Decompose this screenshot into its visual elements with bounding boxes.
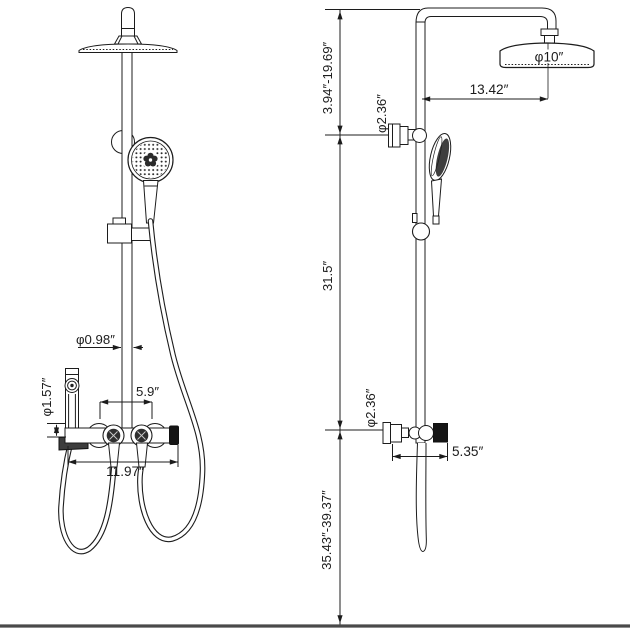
shower-hoses xyxy=(58,218,206,555)
front-dimensions xyxy=(47,344,179,467)
label-head-diameter: φ10″ xyxy=(535,50,564,65)
label-mid-height: 31.5″ xyxy=(320,261,335,292)
label-upper-height-range: 3.94″-19.69″ xyxy=(320,41,335,114)
label-handle-spacing: 5.9″ xyxy=(136,384,159,399)
dim-bracket-depth xyxy=(392,443,448,461)
label-pipe-diameter: φ0.98″ xyxy=(76,332,115,347)
head-connector-lower xyxy=(544,35,555,44)
hand-shower-connector-side xyxy=(432,215,440,225)
label-top-bracket-diameter: φ2.36″ xyxy=(374,94,389,133)
hand-shower-handle-side xyxy=(430,178,443,217)
diverter-knob-dot xyxy=(70,383,74,388)
hand-shower-face-ring xyxy=(131,140,170,180)
ball-joint-hatch-1 xyxy=(117,35,123,45)
hand-shower-hose-outer xyxy=(137,218,206,542)
hand-shower-side xyxy=(428,133,452,225)
hand-shower-center-flower xyxy=(143,152,158,167)
valve-hose-outer xyxy=(58,440,117,555)
front-view: φ0.98″ φ1.57″ 5.9″ 11.97″ xyxy=(39,6,206,555)
head-connector-upper xyxy=(540,28,559,36)
bracket-ball-top xyxy=(412,128,427,143)
head-label-backing xyxy=(532,49,566,63)
wall-bracket-top xyxy=(388,123,427,148)
label-bottom-bracket-diameter: φ2.36″ xyxy=(363,388,378,427)
slide-clamp-body xyxy=(107,223,132,244)
side-dimension-chain xyxy=(325,9,420,625)
hand-shower-hose-side xyxy=(415,442,427,553)
slide-clamp-lever-side xyxy=(412,213,418,223)
hand-shower-hose-inner xyxy=(138,219,205,541)
rain-shower-head-front xyxy=(78,43,178,53)
hand-shower-handle xyxy=(142,180,159,224)
bracket-ball-bottom xyxy=(418,425,434,441)
shower-arm-side xyxy=(415,7,557,30)
ball-joint-hatch-2 xyxy=(133,35,139,45)
label-spout-diameter: φ1.57″ xyxy=(39,377,54,416)
valve-hose-inner xyxy=(59,441,116,554)
side-view: 3.94″-19.69″ φ2.36″ φ10″ 13.42″ 31.5″ φ2… xyxy=(319,7,595,625)
diverter-knob-inner xyxy=(67,380,77,391)
valve-end-cap xyxy=(169,425,179,445)
hose-grip-side xyxy=(433,423,448,443)
label-bracket-depth: 5.35″ xyxy=(452,444,483,459)
slide-clamp-knob-side xyxy=(411,222,431,241)
valve-handle-right xyxy=(130,424,153,447)
label-valve-width: 11.97″ xyxy=(106,464,144,479)
wall-bracket-bottom xyxy=(382,422,448,444)
shower-arm-front xyxy=(121,6,135,36)
label-arm-reach: 13.42″ xyxy=(470,82,509,97)
label-lower-height-range: 35.43″-39.37″ xyxy=(319,490,334,570)
